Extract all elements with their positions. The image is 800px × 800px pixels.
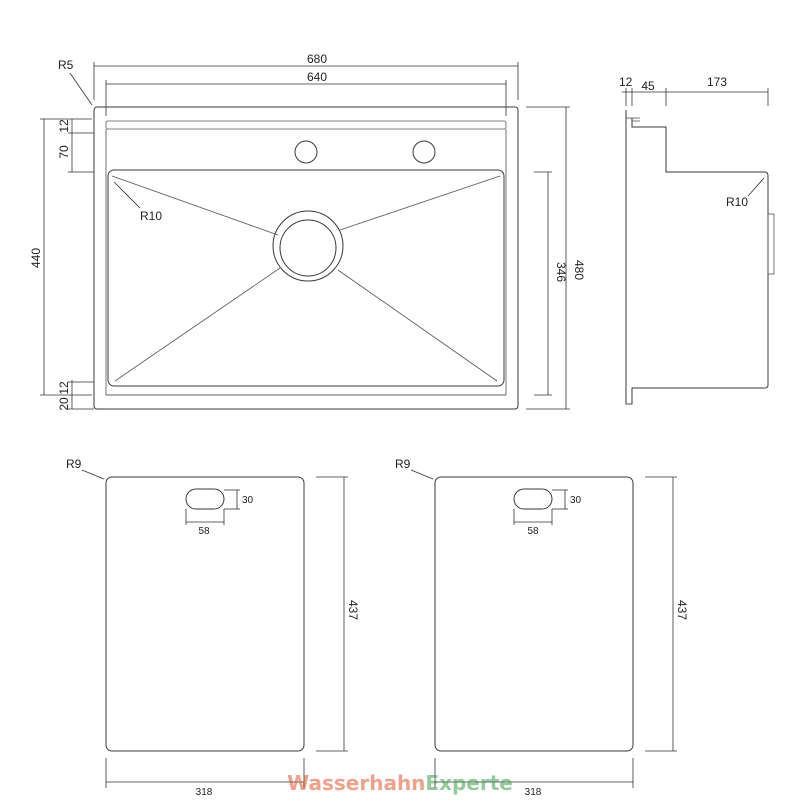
dim-70: 70 bbox=[57, 145, 71, 159]
side-radius-r10: R10 bbox=[726, 195, 748, 209]
board-left-slot-width: 58 bbox=[198, 526, 210, 537]
dim-12-bottom: 12 bbox=[57, 381, 71, 395]
board-right-slot bbox=[513, 488, 553, 510]
top-view-dimensions: 680 640 R5 440 12 70 12 20 R10 bbox=[29, 52, 586, 411]
board-right-radius: R9 bbox=[395, 457, 411, 471]
cutting-board-right: R9 30 58 437 318 bbox=[395, 457, 689, 798]
tap-hole-left bbox=[294, 140, 318, 164]
board-right-slot-height: 30 bbox=[570, 495, 582, 506]
cutting-board-left: R9 30 58 437 318 bbox=[66, 457, 360, 798]
side-view-dimensions: 12 45 173 R10 bbox=[619, 75, 769, 209]
watermark-logo: WasserhahnExperte bbox=[287, 771, 513, 795]
dim-680: 680 bbox=[307, 52, 327, 66]
side-dim-45: 45 bbox=[641, 79, 655, 93]
radius-r10-bowl: R10 bbox=[140, 209, 162, 223]
tap-hole-right bbox=[412, 140, 436, 164]
dim-440: 440 bbox=[29, 248, 43, 268]
dim-640: 640 bbox=[307, 70, 327, 84]
sink-top-view bbox=[93, 106, 519, 410]
board-left-radius: R9 bbox=[66, 457, 82, 471]
side-dim-12: 12 bbox=[619, 75, 633, 89]
watermark-part2: Experte bbox=[425, 771, 512, 795]
dim-20: 20 bbox=[57, 397, 71, 411]
drain-outer bbox=[272, 210, 344, 282]
dim-12-top: 12 bbox=[57, 119, 71, 133]
dim-480: 480 bbox=[572, 260, 586, 280]
board-left-slot bbox=[185, 488, 225, 510]
board-right-slot-width: 58 bbox=[527, 526, 539, 537]
radius-r5: R5 bbox=[58, 58, 74, 72]
board-right-width: 318 bbox=[525, 787, 542, 798]
sink-side-view bbox=[625, 110, 775, 405]
board-left-height: 437 bbox=[346, 600, 360, 620]
board-left-width: 318 bbox=[196, 787, 213, 798]
side-dim-173: 173 bbox=[707, 75, 727, 89]
board-left-slot-height: 30 bbox=[242, 495, 254, 506]
dim-346: 346 bbox=[554, 262, 568, 282]
board-right-height: 437 bbox=[675, 600, 689, 620]
watermark-part1: Wasserhahn bbox=[287, 771, 425, 795]
drain-inner bbox=[279, 219, 337, 277]
